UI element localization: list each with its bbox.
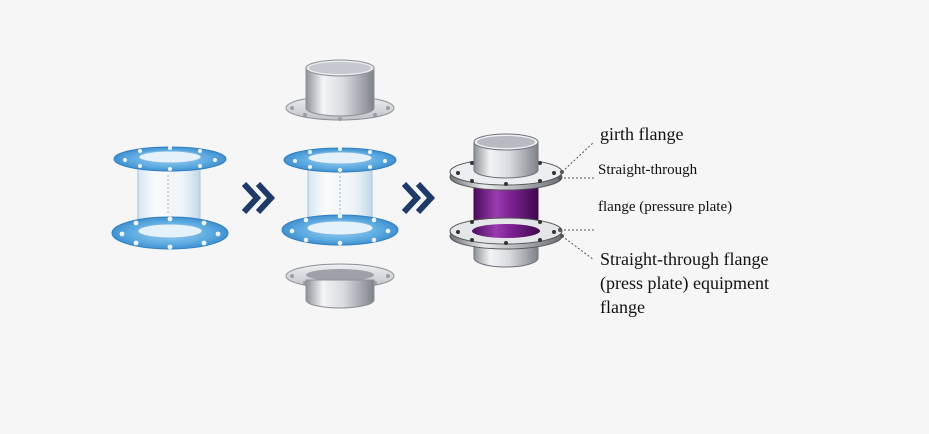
bottom-steel-flange bbox=[285, 263, 395, 309]
label-straight-through-line1: Straight-through bbox=[598, 162, 698, 178]
lined-spool-left bbox=[111, 146, 229, 250]
label-equipment-flange-line3: flange bbox=[600, 297, 645, 317]
chevron-right-icon bbox=[401, 181, 436, 215]
top-steel-flange bbox=[285, 59, 395, 121]
leader-lines bbox=[558, 141, 596, 261]
middle-lined-spool bbox=[281, 147, 399, 246]
label-girth-flange: girth flange bbox=[600, 124, 684, 144]
label-equipment-flange-line1: Straight-through flange bbox=[600, 249, 769, 269]
exploded-view-middle bbox=[281, 59, 399, 309]
label-equipment-flange-line2: (press plate) equipment bbox=[600, 273, 769, 293]
label-straight-through-line2: flange (pressure plate) bbox=[598, 199, 733, 215]
assembled-unit-right bbox=[449, 133, 563, 268]
chevron-right-icon bbox=[241, 181, 276, 215]
